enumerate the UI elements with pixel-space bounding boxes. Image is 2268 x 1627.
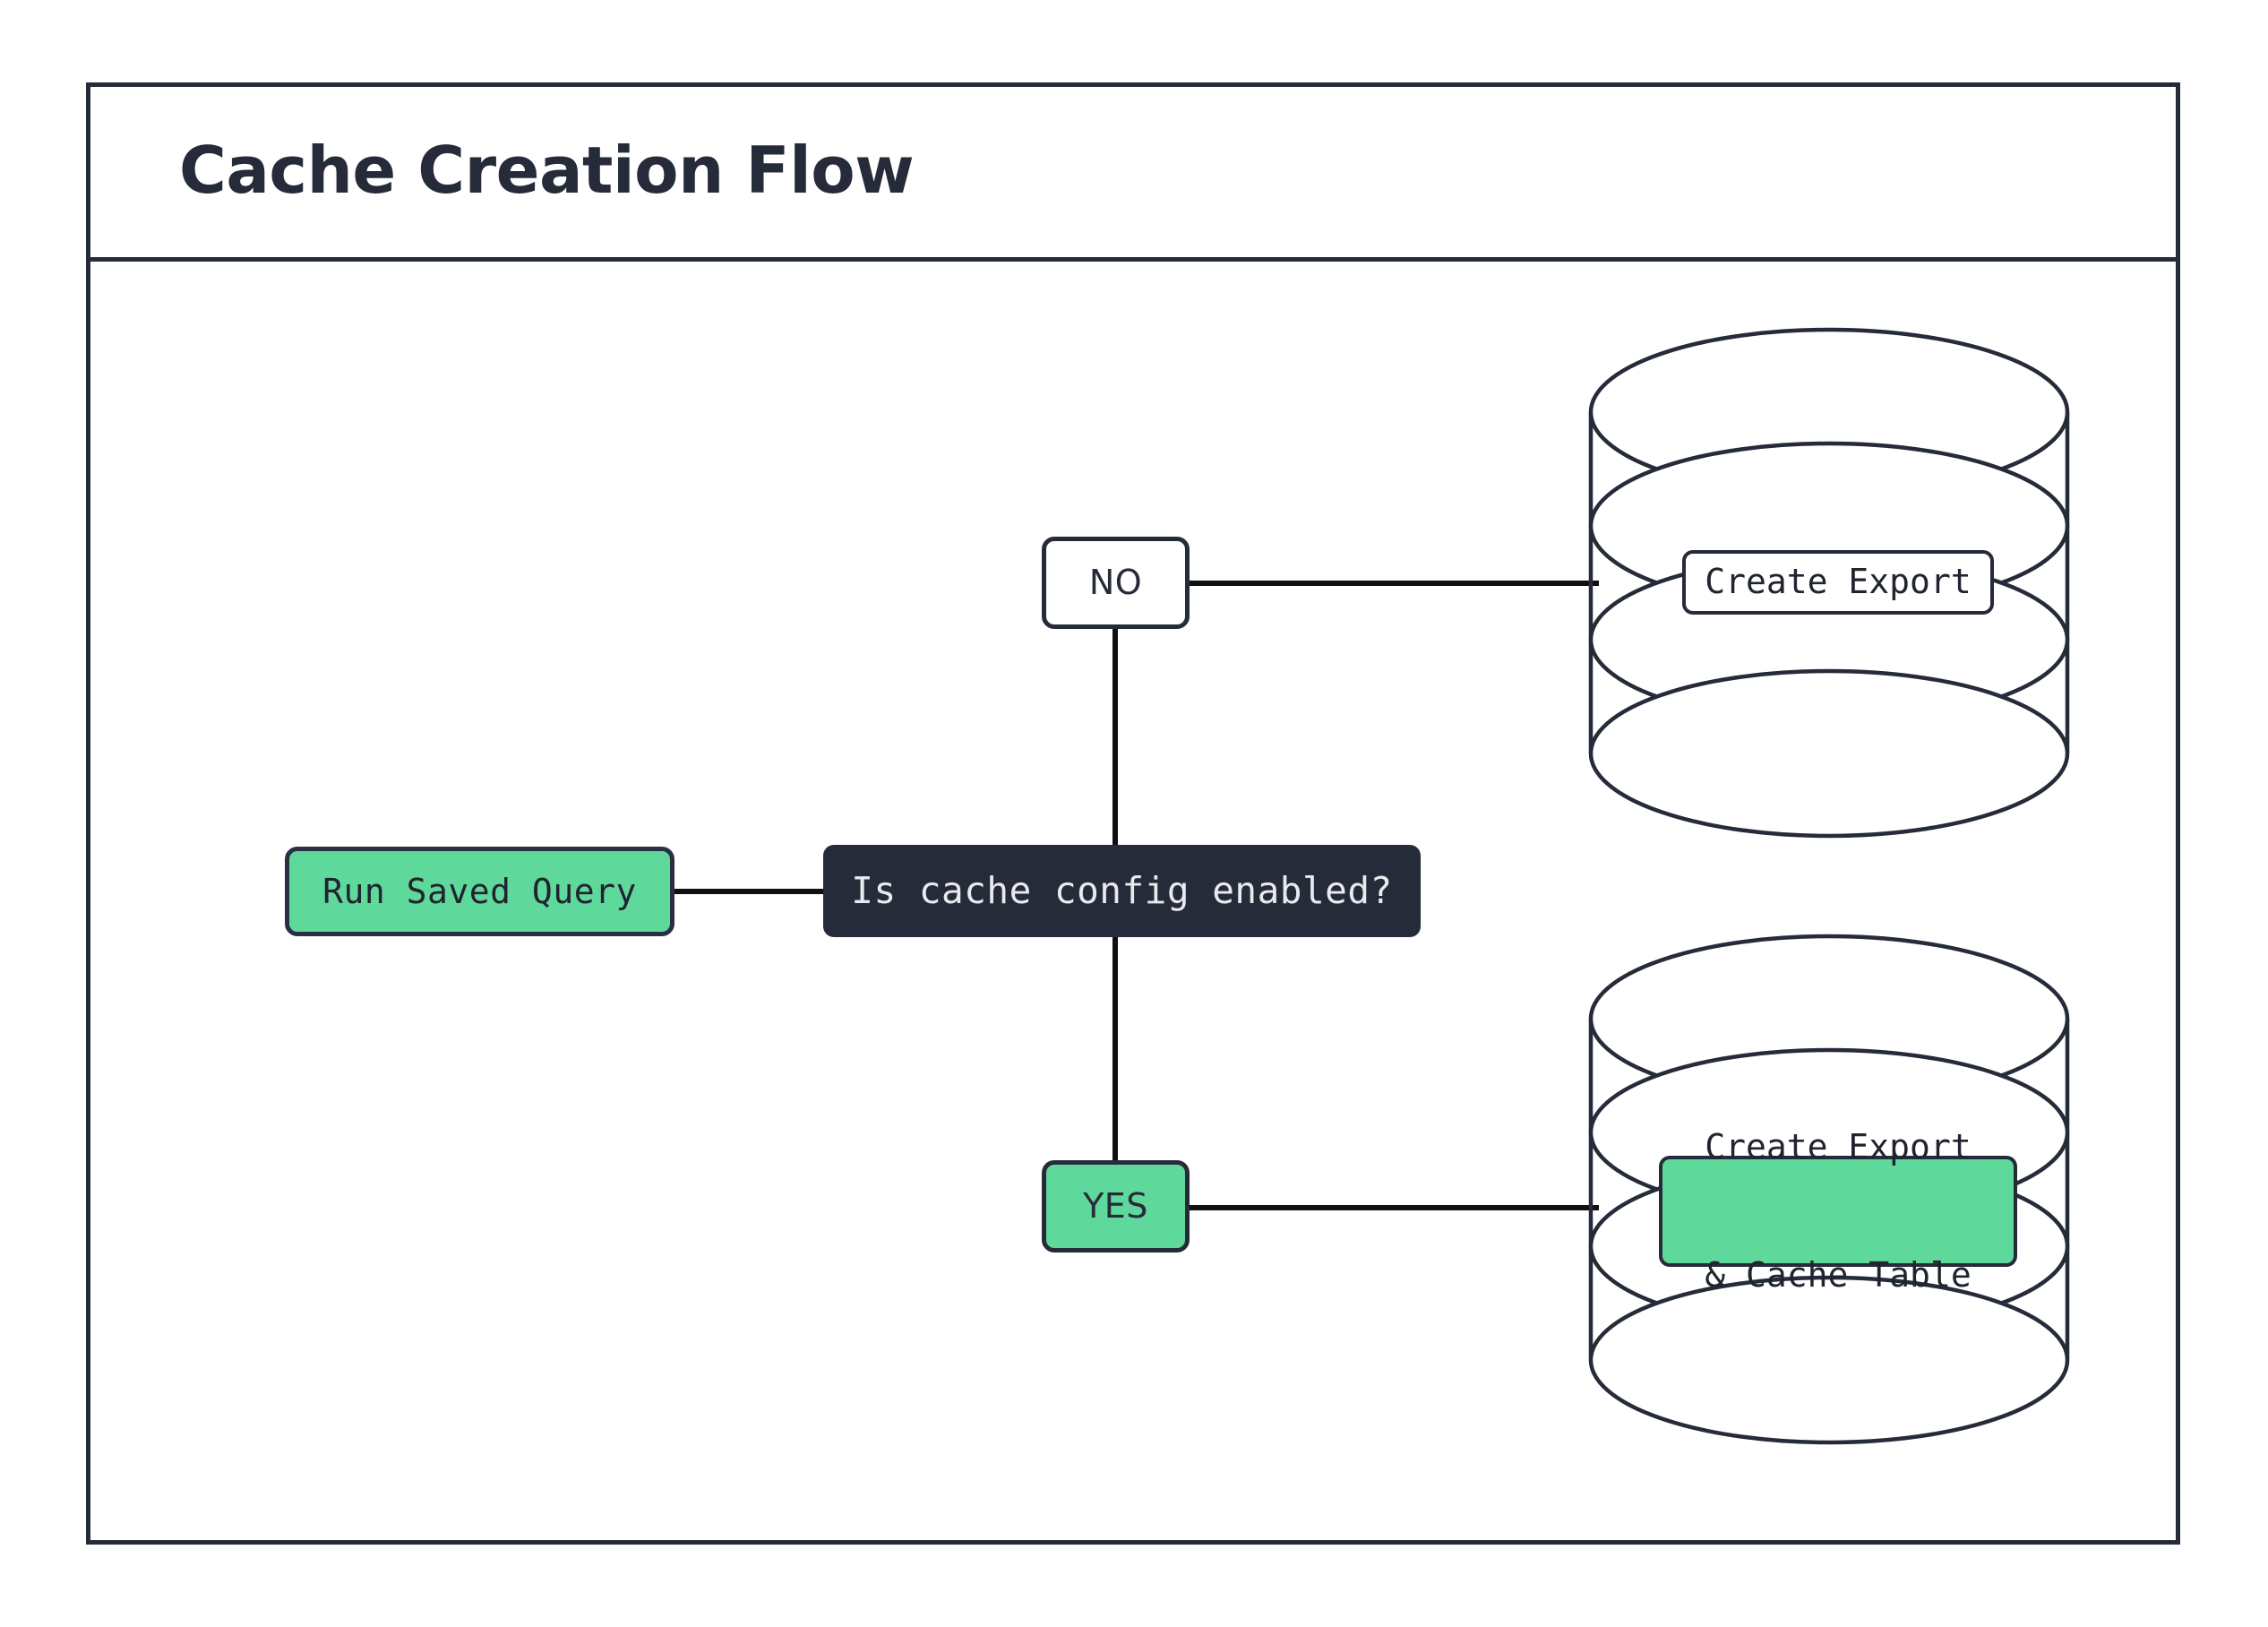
node-decision-is-cache-config-enabled[interactable]: Is cache config enabled? bbox=[823, 845, 1421, 937]
label-line-2: & Cache Table bbox=[1705, 1254, 1972, 1295]
label-line-1: Create Export bbox=[1705, 1127, 1972, 1166]
node-database-export-label[interactable]: Create Export bbox=[1682, 550, 1994, 615]
node-branch-no[interactable]: NO bbox=[1042, 537, 1190, 629]
diagram-title-bar: Cache Creation Flow bbox=[86, 82, 2180, 262]
node-run-saved-query[interactable]: Run Saved Query bbox=[285, 847, 674, 936]
page-title: Cache Creation Flow bbox=[179, 132, 915, 208]
node-database-export-cache-label-lines: Create Export & Cache Table bbox=[1705, 1041, 1971, 1382]
node-database-export-cache-label[interactable]: Create Export & Cache Table bbox=[1659, 1127, 2017, 1295]
node-branch-yes[interactable]: YES bbox=[1042, 1160, 1190, 1253]
